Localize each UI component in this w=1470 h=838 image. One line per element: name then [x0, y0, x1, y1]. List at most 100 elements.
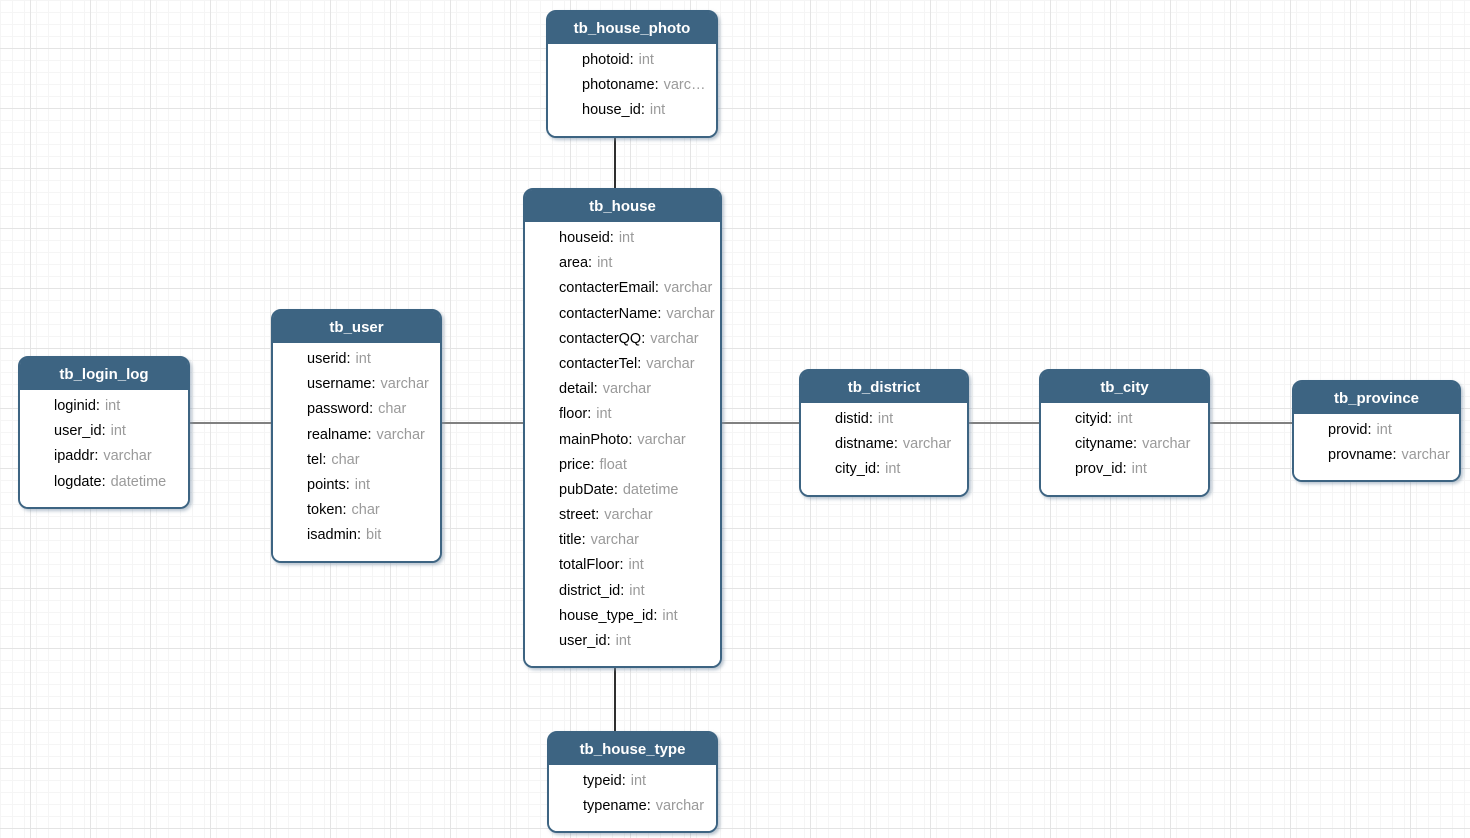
field-name: floor [559, 406, 588, 423]
table-title[interactable]: tb_house [525, 190, 720, 223]
field-row-contacterTel[interactable]: contacterTel:varchar [525, 352, 720, 377]
field-name: provname [1328, 447, 1393, 464]
field-row-title[interactable]: title:varchar [525, 528, 720, 553]
relationship-connector-tb_login_log-tb_user[interactable] [190, 422, 271, 424]
field-row-typeid[interactable]: typeid:int [549, 769, 716, 794]
table-title[interactable]: tb_province [1294, 382, 1459, 415]
relationship-connector-tb_house_photo-tb_house[interactable] [614, 133, 616, 189]
field-type: int [629, 582, 645, 599]
field-colon: : [367, 426, 372, 443]
field-type: varchar [590, 532, 639, 549]
field-colon: : [1367, 422, 1372, 438]
field-row-mainPhoto[interactable]: mainPhoto:varchar [525, 428, 720, 453]
field-row-area[interactable]: area:int [525, 251, 720, 276]
field-row-user_id[interactable]: user_id:int [20, 419, 188, 444]
field-name: userid [307, 351, 347, 367]
field-row-detail[interactable]: detail:varchar [525, 377, 720, 402]
field-name: detail [559, 381, 594, 398]
field-row-typename[interactable]: typename:varchar [549, 794, 716, 819]
field-row-price[interactable]: price:float [525, 453, 720, 478]
field-name: district_id [559, 582, 621, 599]
field-row-logdate[interactable]: logdate:datetime [20, 470, 188, 495]
field-row-photoname[interactable]: photoname:varc… [548, 73, 716, 98]
field-row-contacterName[interactable]: contacterName:varchar [525, 302, 720, 327]
field-row-city_id[interactable]: city_id:int [801, 457, 967, 482]
field-row-totalFloor[interactable]: totalFloor:int [525, 553, 720, 578]
field-row-house_type_id[interactable]: house_type_id:int [525, 604, 720, 629]
field-type: int [885, 461, 901, 478]
field-row-floor[interactable]: floor:int [525, 402, 720, 427]
field-row-street[interactable]: street:varchar [525, 503, 720, 528]
field-type: datetime [622, 481, 679, 498]
field-colon: : [646, 798, 651, 815]
field-colon: : [322, 451, 327, 468]
field-row-userid[interactable]: userid:int [273, 347, 440, 372]
field-row-provname[interactable]: provname:varchar [1294, 443, 1459, 468]
field-row-provid[interactable]: provid:int [1294, 418, 1459, 443]
field-row-ipaddr[interactable]: ipaddr:varchar [20, 444, 188, 469]
field-type: int [638, 52, 654, 68]
field-row-pubDate[interactable]: pubDate:datetime [525, 478, 720, 503]
field-name: realname [307, 426, 368, 443]
relationship-connector-tb_house-tb_house_type[interactable] [614, 664, 616, 732]
field-name: tel [307, 451, 323, 468]
field-row-isadmin[interactable]: isadmin:bit [273, 523, 440, 548]
field-name: photoid [582, 52, 630, 68]
field-row-user_id[interactable]: user_id:int [525, 629, 720, 654]
table-title[interactable]: tb_city [1041, 371, 1208, 404]
field-row-cityname[interactable]: cityname:varchar [1041, 432, 1208, 457]
field-type: varchar [376, 426, 425, 443]
field-name: photoname [582, 77, 655, 94]
field-row-photoid[interactable]: photoid:int [548, 48, 716, 73]
field-colon: : [629, 52, 634, 68]
relationship-connector-tb_user-tb_house[interactable] [442, 422, 523, 424]
field-colon: : [1133, 436, 1138, 453]
field-name: contacterName [559, 305, 658, 322]
field-row-distname[interactable]: distname:varchar [801, 432, 967, 457]
field-row-token[interactable]: token:char [273, 498, 440, 523]
field-name: houseid [559, 230, 610, 246]
table-title[interactable]: tb_district [801, 371, 967, 404]
field-type: int [596, 406, 612, 423]
field-colon: : [609, 230, 614, 246]
field-row-tel[interactable]: tel:char [273, 448, 440, 473]
relationship-connector-tb_house-tb_district[interactable] [722, 422, 799, 424]
field-row-password[interactable]: password:char [273, 397, 440, 422]
field-row-district_id[interactable]: district_id:int [525, 579, 720, 604]
field-row-realname[interactable]: realname:varchar [273, 423, 440, 448]
field-colon: : [628, 431, 633, 448]
field-type: int [1117, 411, 1133, 427]
field-row-loginid[interactable]: loginid:int [20, 394, 188, 419]
table-title[interactable]: tb_user [273, 311, 440, 344]
field-row-houseid[interactable]: houseid:int [525, 226, 720, 251]
field-colon: : [593, 381, 598, 398]
field-row-username[interactable]: username:varchar [273, 372, 440, 397]
field-type: int [877, 411, 894, 427]
field-row-contacterEmail[interactable]: contacterEmail:varchar [525, 276, 720, 301]
field-name: password [307, 401, 370, 418]
field-row-prov_id[interactable]: prov_id:int [1041, 457, 1208, 482]
relationship-connector-tb_city-tb_province[interactable] [1210, 422, 1292, 424]
table-title[interactable]: tb_house_type [549, 733, 716, 766]
relationship-connector-tb_district-tb_city[interactable] [969, 422, 1039, 424]
field-row-house_id[interactable]: house_id:int [548, 98, 716, 123]
field-row-points[interactable]: points:int [273, 473, 440, 498]
table-title[interactable]: tb_login_log [20, 358, 188, 391]
field-name: totalFloor [559, 557, 620, 574]
table-title[interactable]: tb_house_photo [548, 12, 716, 45]
field-row-contacterQQ[interactable]: contacterQQ:varchar [525, 327, 720, 352]
field-row-distid[interactable]: distid:int [801, 407, 967, 432]
field-colon: : [346, 351, 351, 367]
field-colon: : [613, 481, 618, 498]
field-row-cityid[interactable]: cityid:int [1041, 407, 1208, 432]
field-type: int [1376, 422, 1392, 438]
